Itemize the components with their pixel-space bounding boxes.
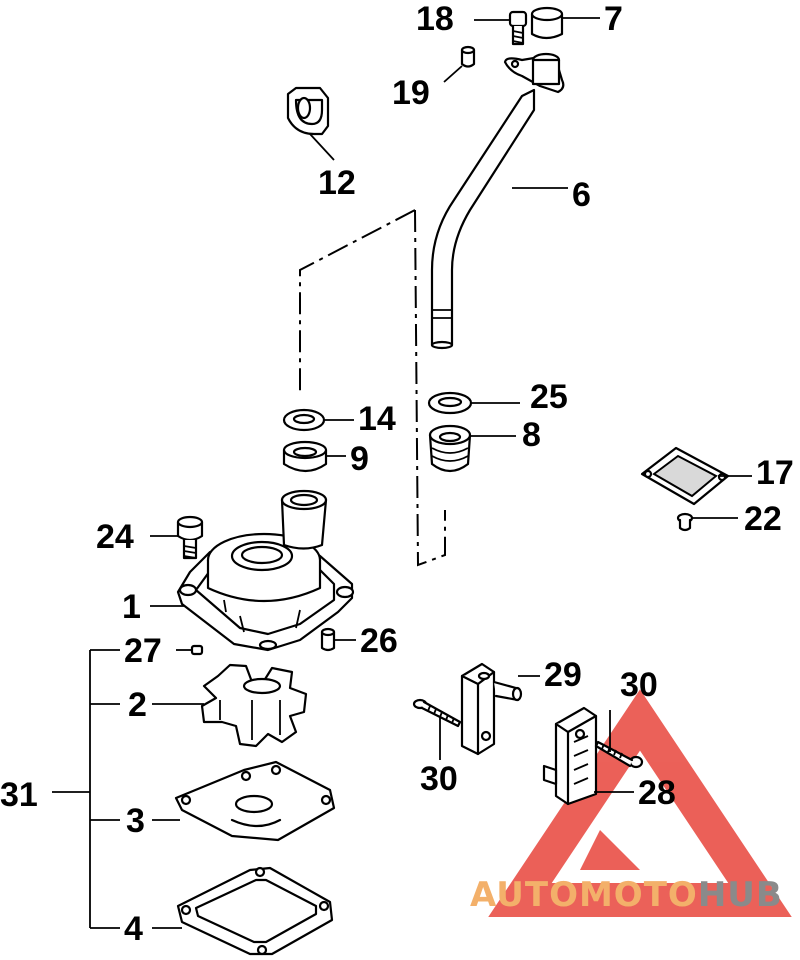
callout-7: 7 bbox=[604, 0, 623, 38]
callout-12: 12 bbox=[318, 164, 356, 202]
part-14-washer bbox=[282, 408, 326, 432]
part-28-bracket bbox=[542, 706, 598, 806]
callout-3: 3 bbox=[126, 802, 145, 840]
watermark-logo-triangle bbox=[488, 689, 792, 917]
part-19-pin bbox=[460, 45, 476, 68]
part-29-bracket bbox=[460, 662, 523, 756]
callout-26: 26 bbox=[360, 622, 398, 660]
callout-9: 9 bbox=[350, 440, 369, 478]
callout-30-top: 30 bbox=[620, 666, 658, 704]
callout-1: 1 bbox=[122, 588, 141, 626]
part-27-key bbox=[190, 644, 204, 656]
watermark-text: AUTOMOTOHUB bbox=[470, 875, 783, 915]
callout-30-bottom: 30 bbox=[420, 760, 458, 798]
part-26-dowel bbox=[320, 627, 336, 652]
part-1-pump-housing bbox=[176, 489, 355, 652]
callout-6: 6 bbox=[572, 176, 591, 214]
callout-29: 29 bbox=[544, 656, 582, 694]
callout-17: 17 bbox=[756, 454, 794, 492]
part-2-impeller bbox=[200, 663, 308, 748]
leader-lines bbox=[52, 17, 752, 929]
callout-25: 25 bbox=[530, 378, 568, 416]
watermark-inner-triangle-icon bbox=[580, 830, 640, 870]
watermark-text-part2: HUB bbox=[698, 875, 783, 915]
part-6-water-tube bbox=[430, 52, 565, 350]
watermark-text-part1: AUTOMOTO bbox=[470, 875, 698, 915]
callout-2: 2 bbox=[128, 686, 147, 724]
watermark-triangle-icon bbox=[488, 689, 792, 917]
part-30-screw-left bbox=[412, 698, 462, 728]
part-4-gasket bbox=[176, 866, 334, 956]
callout-18: 18 bbox=[416, 0, 454, 38]
kit-bracket-31 bbox=[52, 649, 120, 929]
callout-8: 8 bbox=[522, 416, 541, 454]
leader-12 bbox=[309, 133, 335, 161]
part-3-wear-plate bbox=[174, 760, 336, 842]
part-25-washer bbox=[427, 391, 473, 415]
callout-14: 14 bbox=[358, 400, 396, 438]
callout-27: 27 bbox=[124, 632, 162, 670]
part-8-grommet bbox=[428, 424, 472, 473]
part-7-cap bbox=[530, 6, 564, 40]
callout-4: 4 bbox=[124, 910, 143, 948]
part-9-grommet bbox=[282, 440, 328, 473]
part-17-screen bbox=[640, 446, 730, 506]
callout-24: 24 bbox=[96, 518, 134, 556]
leader-19 bbox=[443, 65, 463, 83]
callout-31: 31 bbox=[0, 776, 38, 814]
part-18-bolt bbox=[508, 10, 528, 46]
callout-28: 28 bbox=[638, 774, 676, 812]
part-12-clamp bbox=[286, 86, 330, 136]
assembly-guide-line-left bbox=[299, 209, 416, 395]
part-22-screw bbox=[676, 512, 694, 532]
part-24-bolt bbox=[176, 515, 204, 560]
callout-22: 22 bbox=[744, 500, 782, 538]
part-30-screw-right bbox=[594, 740, 644, 769]
callout-19: 19 bbox=[392, 74, 430, 112]
